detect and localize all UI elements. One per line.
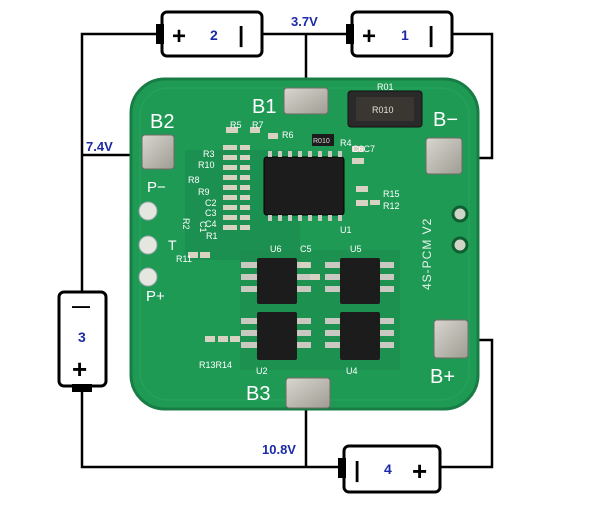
wire-battery3-battery4: [80, 384, 350, 469]
label-r4: R4: [340, 138, 352, 148]
label-c4: C4: [205, 219, 217, 229]
battery-3-minus: —: [72, 296, 90, 316]
mosfet-u6: [257, 258, 297, 304]
label-r010: R010: [372, 105, 394, 115]
voltage-label-10v8: 10.8V: [262, 442, 296, 457]
label-r12: R12: [383, 201, 400, 211]
label-u5: U5: [350, 244, 362, 254]
label-c3: C3: [205, 208, 217, 218]
label-b2: B2: [150, 111, 174, 133]
battery-1-minus: |: [428, 22, 434, 47]
hole-pplus: [138, 267, 158, 287]
battery-3-plus: +: [72, 354, 87, 384]
label-u6: U6: [270, 244, 282, 254]
label-bminus: B−: [433, 109, 458, 131]
battery-3: — 3 +: [57, 290, 108, 392]
label-r3: R3: [203, 149, 215, 159]
battery-2: + 2 |: [156, 10, 264, 58]
battery-4-number: 4: [384, 461, 392, 477]
label-b3: B3: [246, 383, 270, 405]
battery-4: | 4 +: [338, 444, 442, 494]
battery-4-plus: +: [412, 456, 427, 486]
label-r7: R7: [252, 120, 264, 130]
chip-r010-small: [312, 134, 334, 146]
label-r9: R9: [198, 187, 210, 197]
pad-b3: [285, 377, 331, 409]
label-r11: R11: [176, 254, 192, 264]
pad-bminus: [425, 137, 463, 175]
wire-b2-battery2: [80, 32, 162, 155]
mosfet-pins: [241, 262, 394, 348]
pad-b2: [141, 134, 175, 170]
label-r01: R01: [377, 82, 394, 92]
voltage-label-7v4: 7.4V: [86, 139, 113, 154]
mosfet-u2: [257, 312, 297, 360]
pad-bplus: [433, 319, 469, 359]
battery-4-minus: |: [354, 457, 360, 482]
label-r15: R15: [383, 189, 400, 199]
battery-1-number: 1: [401, 27, 409, 43]
label-b1: B1: [252, 96, 276, 118]
label-pplus: P+: [146, 288, 165, 305]
hole-pminus: [138, 201, 158, 221]
label-t: T: [168, 237, 177, 253]
label-u2: U2: [256, 366, 268, 376]
label-r13r14: R13R14: [199, 360, 232, 370]
label-c2: C2: [205, 198, 217, 208]
mosfets: [257, 258, 380, 360]
mount-hole-2: [451, 236, 469, 254]
label-r6: R6: [282, 130, 294, 140]
board-model: 4S-PCM V2: [420, 218, 434, 290]
pcm-board: B1 B2 B− B+ B3 P− T P+ R01 R010 U1: [129, 77, 480, 411]
battery-3-number: 3: [78, 329, 86, 345]
mosfet-u5: [340, 258, 380, 304]
passive-column: [188, 127, 380, 342]
battery-2-number: 2: [210, 27, 218, 43]
label-u1: U1: [340, 225, 352, 235]
label-bplus: B+: [430, 366, 455, 388]
label-r8: R8: [188, 175, 200, 185]
mosfet-u4: [340, 312, 380, 360]
ic-u1: [263, 156, 345, 216]
label-c1: C1: [198, 221, 208, 233]
label-r5: R5: [230, 120, 242, 130]
svg-text:R010: R010: [313, 138, 330, 145]
battery-2-plus: +: [172, 23, 186, 50]
label-c6c7: C6C7: [352, 144, 375, 154]
label-r10: R10: [198, 160, 215, 170]
ic-u1-pins: [268, 151, 342, 221]
label-r2: R2: [181, 218, 191, 230]
battery-1: + 1 |: [346, 10, 454, 58]
battery-1-plus: +: [362, 23, 376, 50]
label-pminus: P−: [147, 179, 166, 196]
label-r1: R1: [206, 231, 218, 241]
voltage-label-3v7: 3.7V: [291, 14, 318, 29]
pad-b1: [283, 87, 329, 115]
label-u4: U4: [346, 366, 358, 376]
battery-2-minus: |: [238, 22, 244, 47]
hole-t: [138, 235, 158, 255]
label-c5: C5: [300, 244, 312, 254]
mount-hole-1: [451, 205, 469, 223]
